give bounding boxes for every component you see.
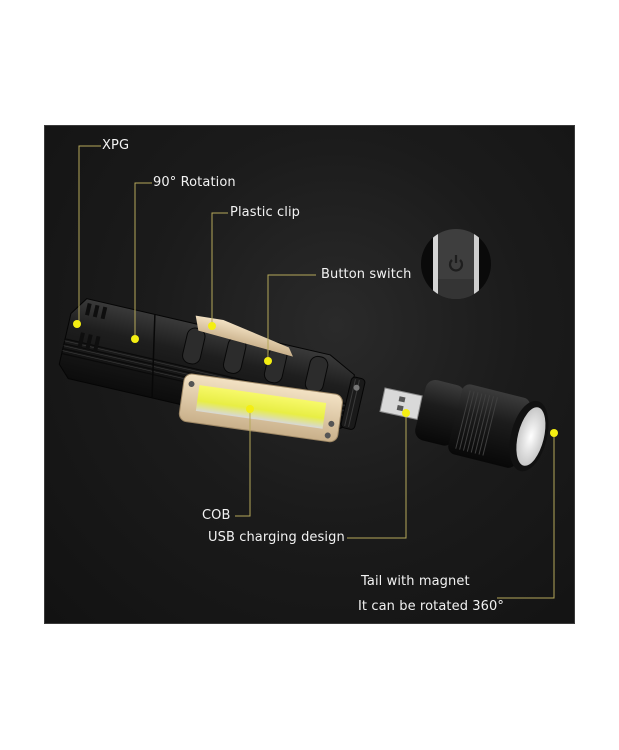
callout-lines (78, 145, 555, 599)
flashlight-illustration (58, 145, 558, 599)
callout-button-switch: Button switch (321, 267, 412, 282)
callout-cob: COB (202, 508, 231, 523)
callout-tail-rotation: It can be rotated 360° (358, 599, 504, 614)
callout-usb-charging: USB charging design (208, 530, 345, 545)
callout-plastic-clip: Plastic clip (230, 205, 301, 220)
callout-rotation: 90° Rotation (153, 175, 236, 190)
cob-panel (178, 373, 343, 443)
usb-plug (379, 387, 423, 420)
button-switch-inset (421, 229, 491, 299)
callout-tail-magnet: Tail with magnet (361, 574, 470, 589)
magnetic-tail (415, 380, 549, 472)
power-icon (448, 255, 464, 272)
product-image-panel: XPG 90° Rotation Plastic clip Button swi… (44, 125, 575, 624)
callout-xpg: XPG (102, 138, 130, 153)
callout-dots (73, 320, 558, 437)
